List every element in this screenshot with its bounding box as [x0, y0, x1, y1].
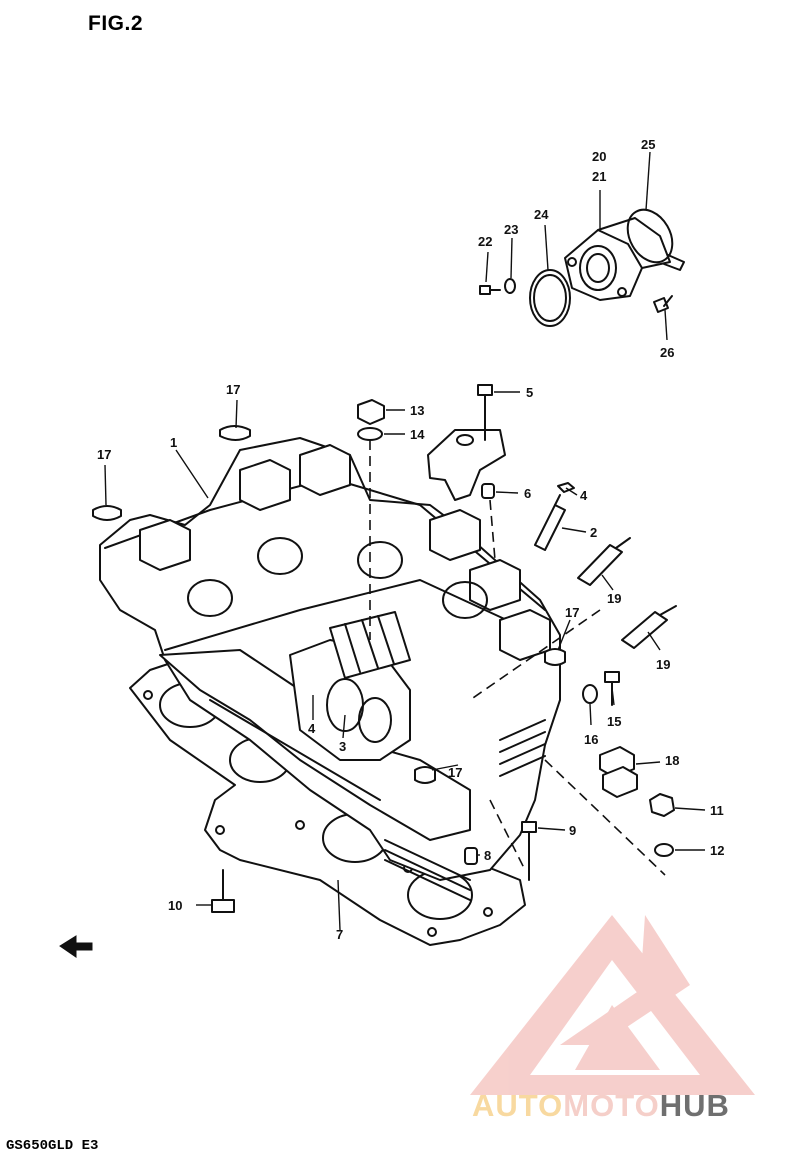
- callout-19-lower: 19: [656, 657, 671, 672]
- callout-17-top: 17: [226, 382, 241, 397]
- callout-1: 1: [170, 435, 178, 450]
- callout-25: 25: [641, 137, 656, 152]
- callout-9: 9: [569, 823, 577, 838]
- watermark-logo: [470, 915, 755, 1095]
- callout-2: 2: [590, 525, 598, 540]
- callout-11: 11: [710, 803, 724, 818]
- callout-3: 3: [339, 739, 347, 754]
- intake-pipe-assembly: [479, 208, 685, 327]
- callout-5: 5: [526, 385, 534, 400]
- model-code: GS650GLD E3: [6, 1138, 99, 1154]
- watermark-moto: MOTO: [563, 1088, 660, 1123]
- callout-14: 14: [410, 427, 425, 442]
- callout-8: 8: [484, 848, 492, 863]
- callout-17-left: 17: [97, 447, 112, 462]
- figure-title: FIG.2: [88, 12, 144, 35]
- callout-4-inner: 4: [308, 721, 316, 736]
- callout-20: 20: [592, 149, 607, 164]
- callout-18: 18: [665, 753, 680, 768]
- callout-4-nut: 4: [580, 488, 588, 503]
- callout-21: 21: [592, 169, 607, 184]
- leader-lines: [104, 151, 706, 931]
- cylinder-head: [92, 425, 566, 946]
- callout-24: 24: [534, 207, 549, 222]
- small-parts: [59, 384, 677, 958]
- watermark-text: AUTOMOTOHUB: [472, 1088, 730, 1124]
- callout-22: 22: [478, 234, 493, 249]
- callout-10: 10: [168, 898, 183, 913]
- callout-7: 7: [336, 927, 344, 942]
- callout-15: 15: [607, 714, 622, 729]
- callout-17-lower: 17: [448, 765, 463, 780]
- callout-26: 26: [660, 345, 675, 360]
- watermark-hub: HUB: [659, 1088, 730, 1123]
- callout-19-upper: 19: [607, 591, 622, 606]
- callout-17-right: 17: [565, 605, 580, 620]
- callout-12: 12: [710, 843, 725, 858]
- watermark-auto: AUTO: [472, 1088, 564, 1123]
- callout-6: 6: [524, 486, 532, 501]
- callout-16: 16: [584, 732, 599, 747]
- callout-23: 23: [504, 222, 519, 237]
- callout-13: 13: [410, 403, 425, 418]
